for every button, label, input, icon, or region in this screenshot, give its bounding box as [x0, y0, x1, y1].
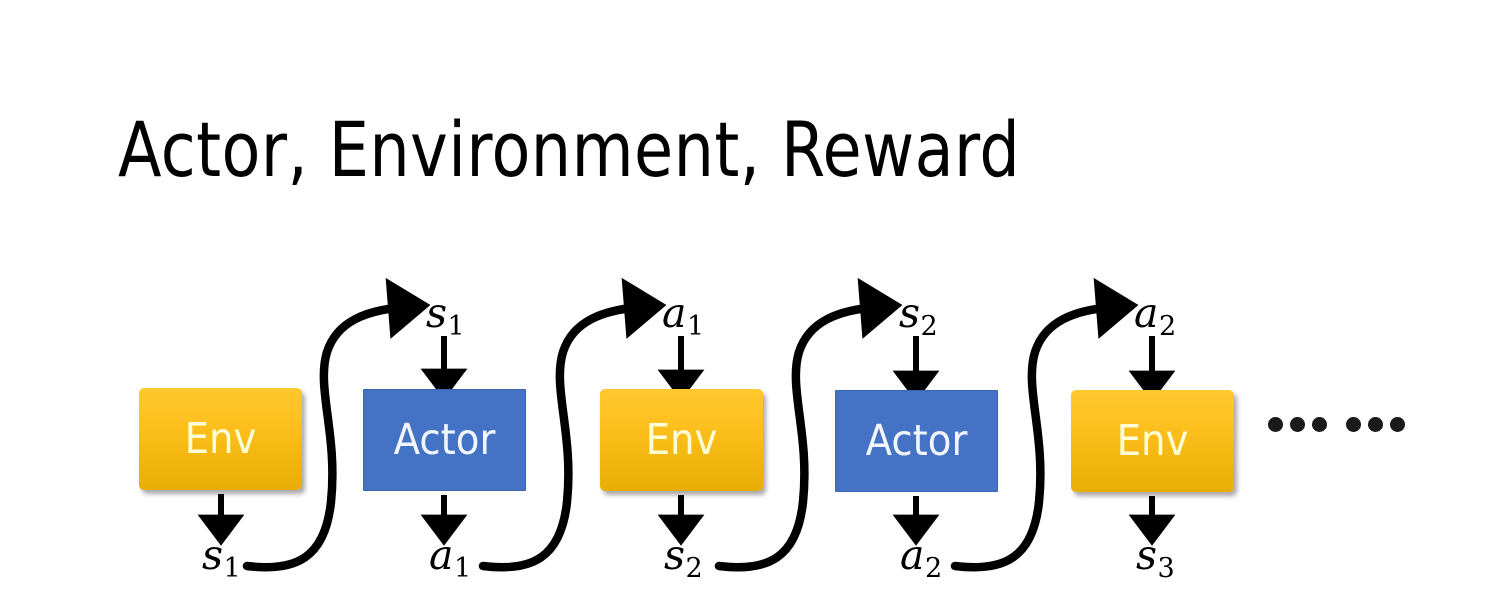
curve-a1-to-env2: [478, 277, 667, 572]
ellipsis-dot: [1268, 417, 1283, 432]
ellipsis-dot: [1368, 417, 1383, 432]
ellipsis-dot: [1312, 417, 1327, 432]
label-top-a2: a2: [1134, 293, 1176, 340]
label-bottom-s2-subscript: 2: [685, 552, 703, 584]
label-top-s1-subscript: 1: [447, 310, 465, 342]
label-bottom-s3: s3: [1136, 535, 1175, 582]
node-actor-2[interactable]: Actor: [835, 390, 998, 492]
label-top-s1: s1: [426, 293, 465, 340]
ellipsis-dot: [1390, 417, 1405, 432]
label-top-a1: a1: [662, 293, 704, 340]
label-bottom-s3-subscript: 3: [1157, 552, 1175, 584]
label-top-a1-subscript: 1: [686, 310, 705, 342]
label-top-s1-symbol: s: [426, 289, 448, 337]
label-bottom-s3-symbol: s: [1136, 531, 1158, 579]
down-arrows-into-nodes: [420, 336, 1176, 402]
curve-a2-to-env3: [950, 277, 1139, 572]
curved-connectors: [242, 277, 1139, 572]
down-arrows-out-of-nodes: [197, 494, 1176, 546]
label-bottom-s1-symbol: s: [202, 531, 224, 579]
label-bottom-s1-subscript: 1: [223, 552, 241, 584]
label-top-s2-symbol: s: [899, 289, 921, 337]
node-env-3[interactable]: Env: [1071, 390, 1234, 492]
label-bottom-a2-symbol: a: [900, 531, 925, 579]
label-bottom-a1-symbol: a: [429, 531, 454, 579]
label-top-s2: s2: [899, 293, 938, 340]
label-bottom-s1: s1: [202, 535, 241, 582]
label-bottom-s2-symbol: s: [664, 531, 686, 579]
label-bottom-s2: s2: [664, 535, 703, 582]
page-title: Actor, Environment, Reward: [118, 105, 1021, 194]
label-top-s2-subscript: 2: [920, 310, 938, 342]
continuation-ellipsis: [1268, 417, 1405, 432]
label-top-a2-subscript: 2: [1158, 310, 1177, 342]
node-env-2[interactable]: Env: [600, 389, 763, 491]
ellipsis-dot: [1290, 417, 1305, 432]
ellipsis-dot: [1346, 417, 1361, 432]
curve-s2-to-actor2: [714, 277, 903, 572]
curve-s1-to-actor1: [242, 277, 431, 572]
label-bottom-a2: a2: [900, 535, 942, 582]
label-top-a1-symbol: a: [662, 289, 687, 337]
node-env-1[interactable]: Env: [139, 388, 302, 490]
label-bottom-a2-subscript: 2: [924, 552, 943, 584]
label-top-a2-symbol: a: [1134, 289, 1159, 337]
label-bottom-a1: a1: [429, 535, 471, 582]
label-bottom-a1-subscript: 1: [453, 552, 472, 584]
node-actor-1[interactable]: Actor: [363, 389, 526, 491]
